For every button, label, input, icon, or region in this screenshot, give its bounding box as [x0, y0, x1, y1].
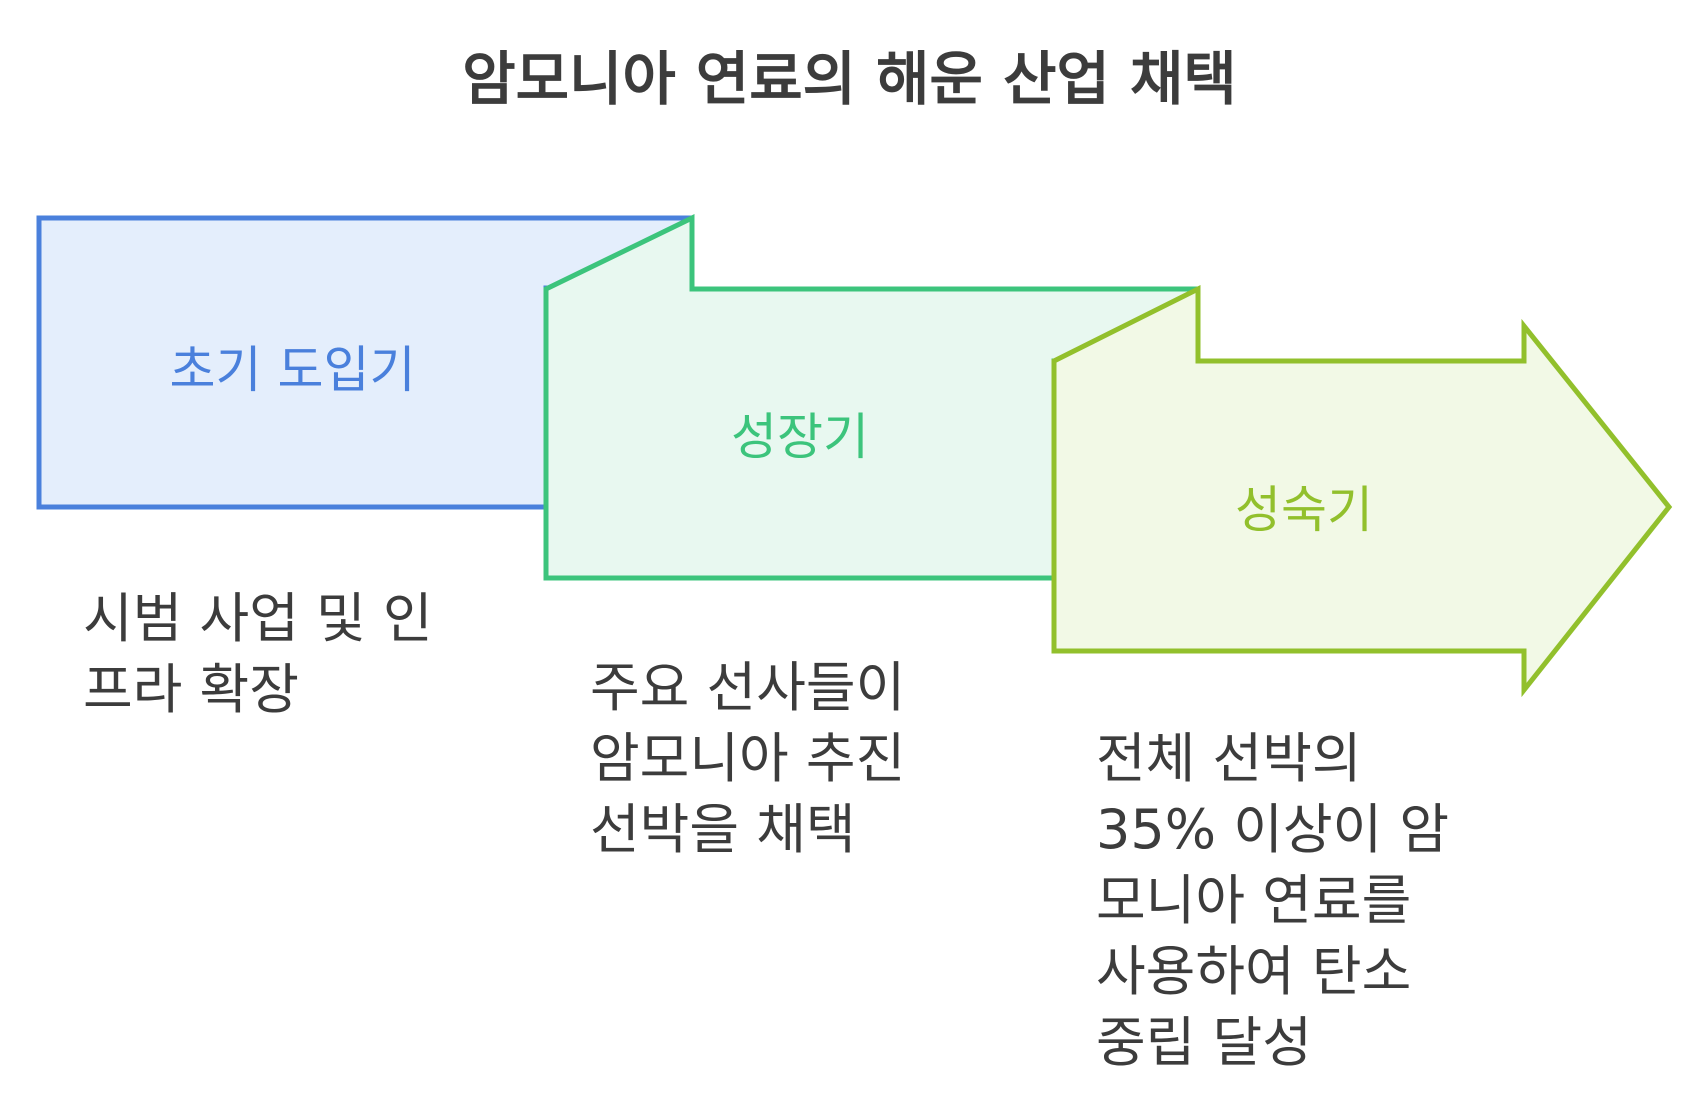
description-line: 시범 사업 및 인: [83, 587, 433, 650]
stage-1-description: 시범 사업 및 인 프라 확장: [83, 583, 433, 725]
stage-3-description: 전체 선박의 35% 이상이 암 모니아 연료를 사용하여 탄소 중립 달성: [1096, 723, 1449, 1078]
description-line: 사용하여 탄소: [1096, 940, 1412, 1003]
stage-2-label: 성장기: [731, 408, 869, 466]
stage-2-description: 주요 선사들이 암모니아 추진 선박을 채택: [590, 652, 905, 865]
description-line: 선박을 채택: [590, 798, 856, 861]
description-line: 모니아 연료를: [1096, 869, 1412, 932]
description-line: 35% 이상이 암: [1096, 798, 1450, 861]
description-line: 전체 선박의: [1096, 727, 1362, 790]
stage-3-arrow: [1051, 284, 1673, 698]
description-line: 주요 선사들이: [590, 656, 906, 719]
description-line: 프라 확장: [83, 658, 299, 721]
stage-3-label: 성숙기: [1235, 481, 1373, 539]
stage-1-label: 초기 도입기: [169, 341, 416, 399]
description-line: 암모니아 추진: [590, 727, 906, 790]
description-line: 중립 달성: [1096, 1011, 1312, 1074]
diagram-title: 암모니아 연료의 해운 산업 채택: [462, 45, 1237, 113]
